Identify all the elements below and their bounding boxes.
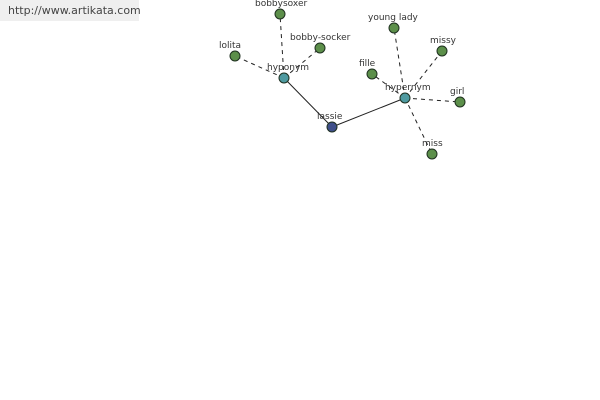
node-label-bobbysoxer[interactable]: bobbysoxer [255,0,307,9]
node-hypernym[interactable] [399,92,411,104]
node-label-girl[interactable]: girl [450,87,464,97]
node-lolita[interactable] [229,50,241,62]
edge-lassie-hypernym [331,97,406,128]
edge-hypernym-young-lady [393,27,406,99]
node-label-hypernym[interactable]: hypernym [385,83,431,93]
edge-hypernym-girl [404,97,461,103]
nodes-layer [229,8,466,160]
edge-hypernym-fille [371,73,406,99]
edge-hypernym-miss [404,97,433,155]
node-young-lady[interactable] [388,22,400,34]
node-label-young-lady[interactable]: young lady [368,13,419,23]
edge-hyponym-lolita [234,55,285,79]
source-link[interactable]: http://www.artikata.com [0,0,141,21]
edge-hyponym-bobbysoxer [279,13,285,79]
edge-hypernym-missy [404,50,443,99]
node-miss[interactable] [426,148,438,160]
node-missy[interactable] [436,45,448,57]
node-label-fille[interactable]: fille [359,59,376,69]
node-girl[interactable] [454,96,466,108]
node-label-lolita[interactable]: lolita [219,41,241,51]
node-label-lassie[interactable]: lassie [317,112,343,122]
node-hyponym[interactable] [278,72,290,84]
node-bobby-socker[interactable] [314,42,326,54]
edges-layer [234,13,461,155]
node-label-missy[interactable]: missy [430,36,457,46]
edge-lassie-hyponym [283,77,333,128]
node-label-miss[interactable]: miss [422,139,443,149]
labels-layer: lassie hyponym hypernym bobbysoxer bobby-soc… [219,0,464,149]
node-lassie[interactable] [326,121,338,133]
node-fille[interactable] [366,68,378,80]
node-bobbysoxer[interactable] [274,8,286,20]
node-label-bobby-socker[interactable]: bobby-socker [290,33,351,43]
node-label-hyponym[interactable]: hyponym [267,63,309,73]
